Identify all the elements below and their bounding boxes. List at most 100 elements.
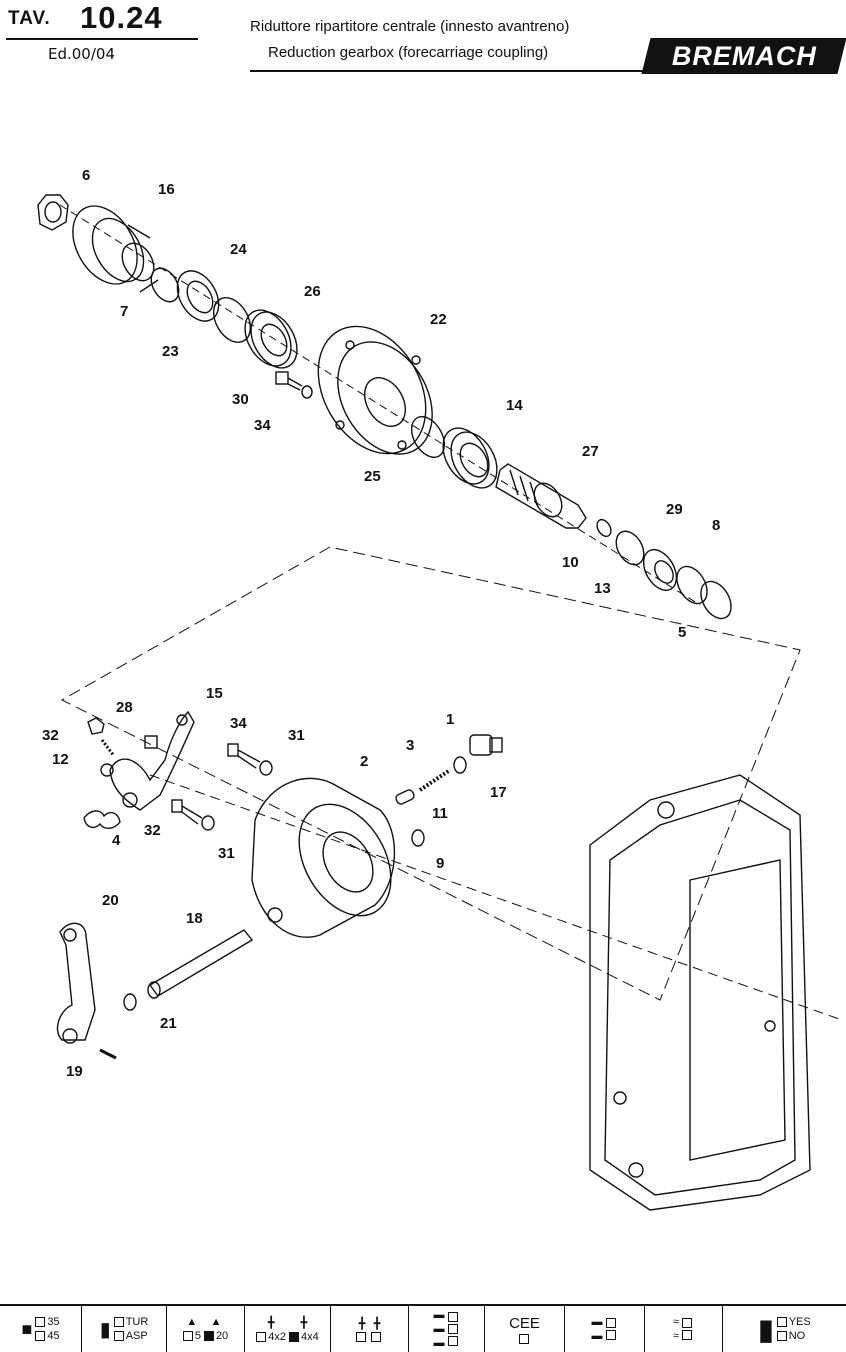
callout-24: 24 — [230, 241, 247, 258]
callout-21: 21 — [160, 1015, 177, 1032]
title-english: Reduction gearbox (forecarriage coupling… — [268, 44, 549, 61]
door-yes-checkbox[interactable] — [776, 1317, 787, 1327]
callout-16: 16 — [158, 181, 175, 198]
part-nut — [37, 194, 69, 231]
part-gear — [642, 549, 678, 591]
part-bolt — [171, 799, 203, 825]
drive-4x2-label: 4x2 — [268, 1330, 286, 1343]
part-washer — [700, 580, 732, 620]
fluid-1-checkbox[interactable] — [682, 1318, 693, 1328]
part-snap-ring — [212, 297, 252, 343]
part-shaft — [495, 463, 587, 529]
weight-icon: ■ — [21, 1318, 33, 1339]
part-washer — [411, 829, 425, 847]
wheelbase-cell: ╋ ╋ — [331, 1306, 409, 1352]
body-2-checkbox[interactable] — [447, 1324, 458, 1334]
callout-29: 29 — [666, 501, 683, 518]
part-spring — [83, 810, 121, 829]
cee-cell: CEE — [485, 1306, 565, 1352]
engine-asp-checkbox[interactable] — [113, 1331, 124, 1341]
callout-34: 34 — [230, 715, 247, 732]
part-gearbox-case — [589, 774, 811, 1211]
weight-35-label: 35 — [47, 1316, 60, 1328]
part-washer — [201, 815, 215, 831]
body-cell: ▬▬▬ — [409, 1306, 485, 1352]
axle-icon: ╋ — [267, 1316, 275, 1329]
part-pad — [144, 735, 158, 749]
weight-45-checkbox[interactable] — [35, 1331, 46, 1341]
seats-20-label: 20 — [215, 1330, 229, 1342]
vehicle-variant-bar: ■ 35 45 ▮ TUR ASP ▲5 ▲20 ╋4x2 ╋4x4 ╋ ╋ ▬… — [0, 1304, 846, 1352]
engine-tur-label: TUR — [125, 1316, 149, 1328]
drive-4x4-checkbox[interactable] — [289, 1331, 299, 1342]
callout-12: 12 — [52, 751, 69, 768]
part-selector-shaft — [147, 929, 254, 999]
part-spring — [418, 768, 452, 792]
tav-number: 10.24 — [80, 0, 163, 35]
part-washer — [301, 385, 313, 399]
callout-32: 32 — [144, 822, 161, 839]
callout-32: 32 — [42, 727, 59, 744]
part-bearing — [244, 309, 298, 369]
weight-35-checkbox[interactable] — [35, 1317, 46, 1327]
cee-checkbox[interactable] — [518, 1333, 529, 1344]
wheelbase-long-checkbox[interactable] — [371, 1331, 381, 1342]
truck-icon: ▬ — [591, 1330, 603, 1342]
fluid-cell: ≈≈ — [645, 1306, 723, 1352]
wheelbase-short-checkbox[interactable] — [356, 1331, 366, 1342]
callout-17: 17 — [490, 784, 507, 801]
seats-5-checkbox[interactable] — [182, 1331, 193, 1341]
edition: Ed.00/04 — [48, 45, 115, 63]
fluid-2-checkbox[interactable] — [682, 1330, 693, 1340]
tav-divider — [6, 38, 198, 40]
callout-8: 8 — [712, 517, 720, 534]
wheelbase-short-icon: ╋ — [358, 1317, 366, 1330]
drive-cell: ╋4x2 ╋4x4 — [245, 1306, 331, 1352]
seat-icon: ▲ — [210, 1316, 222, 1328]
callout-9: 9 — [436, 855, 444, 872]
tav-label: TAV. — [8, 8, 51, 29]
callout-14: 14 — [506, 397, 523, 414]
part-snap-ring — [410, 416, 446, 458]
callout-26: 26 — [304, 283, 321, 300]
door-no-label: NO — [788, 1330, 806, 1342]
part-pin — [395, 789, 415, 805]
part-snap-ring — [615, 530, 645, 566]
assembly-guide-line — [60, 546, 801, 1001]
callout-20: 20 — [102, 892, 119, 909]
callout-27: 27 — [582, 443, 599, 460]
body-3-checkbox[interactable] — [447, 1336, 458, 1346]
callout-28: 28 — [116, 699, 133, 716]
drive-4x2-checkbox[interactable] — [256, 1331, 267, 1342]
lower-axis-line — [149, 774, 843, 1021]
part-plug-head — [489, 737, 503, 753]
seats-cell: ▲ 5 ▲ 20 — [167, 1306, 245, 1352]
truck-icon: ▬ — [433, 1309, 445, 1321]
door-icon: ▮ — [758, 1313, 774, 1345]
weight-45-label: 45 — [47, 1330, 60, 1342]
fluid-icon: ≈ — [672, 1330, 680, 1342]
exploded-view-diagram: 6162472623223034142527298101352815321234… — [37, 167, 843, 1211]
seat-icon: ▲ — [186, 1316, 198, 1328]
seats-5-label: 5 — [194, 1330, 201, 1342]
callout-5: 5 — [678, 624, 686, 641]
part-flange — [72, 205, 159, 293]
callout-31: 31 — [218, 845, 235, 862]
drive-4x4-label: 4x4 — [301, 1330, 319, 1343]
upper-axis-line — [59, 204, 701, 606]
body-1-checkbox[interactable] — [447, 1312, 458, 1322]
part-seal — [176, 270, 220, 322]
engine-tur-checkbox[interactable] — [113, 1317, 124, 1327]
cab-1-checkbox[interactable] — [605, 1318, 616, 1328]
title-divider — [250, 70, 648, 72]
door-no-checkbox[interactable] — [776, 1331, 787, 1341]
part-housing — [251, 777, 396, 938]
part-bolt — [227, 743, 261, 769]
engine-cell: ▮ TUR ASP — [82, 1306, 167, 1352]
callout-30: 30 — [232, 391, 249, 408]
seats-20-checkbox[interactable] — [203, 1331, 214, 1341]
door-cell: ▮ YES NO — [723, 1306, 846, 1352]
engine-asp-label: ASP — [125, 1330, 148, 1342]
cab-2-checkbox[interactable] — [605, 1330, 616, 1340]
callout-15: 15 — [206, 685, 223, 702]
